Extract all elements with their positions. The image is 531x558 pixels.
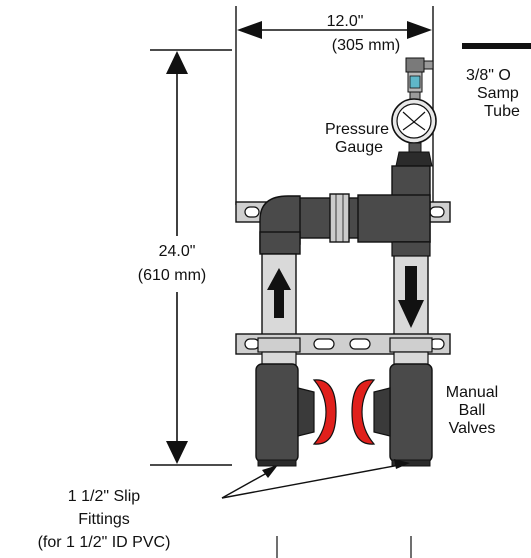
lower-bracket-slot-1 [244, 338, 260, 350]
arrow-up-icon [267, 268, 291, 318]
right-lower-collar [389, 337, 433, 353]
gauge-top-fitting [405, 57, 425, 73]
width-mm-label: (305 mm) [332, 37, 400, 54]
left-slip-fitting [257, 459, 297, 467]
top-horizontal-pipe [289, 197, 363, 239]
upper-bracket-slot-right [429, 206, 445, 218]
top-pipe-run [289, 193, 431, 243]
width-dimension: 12.0" (305 mm) [235, 6, 434, 205]
lower-bracket-slot-3 [349, 338, 371, 350]
right-ball-valve [351, 363, 433, 463]
ball-valves-label-line2: Ball [459, 402, 486, 419]
gauge-needle-lower [402, 121, 426, 131]
right-upper-socket [391, 241, 431, 257]
gauge-stem-window [409, 75, 421, 89]
right-slip-fitting [391, 459, 431, 467]
gauge-sample-port [423, 60, 434, 70]
right-tee-body [357, 194, 431, 243]
sample-tube-callout: 3/8" O Samp Tube [462, 43, 531, 120]
left-lower-collar [257, 337, 301, 353]
upper-bracket-slot-left [244, 206, 260, 218]
width-inches-label: 12.0" [327, 13, 364, 30]
left-valve-stem [297, 387, 315, 437]
sample-tube-label-line2: Samp [477, 85, 519, 102]
pressure-gauge-label-line2: Gauge [335, 139, 383, 156]
pressure-gauge: Pressure Gauge [325, 57, 437, 167]
sample-tube-leader [462, 43, 531, 49]
lower-bracket-slot-2 [313, 338, 335, 350]
slip-leader-right [221, 463, 406, 499]
left-elbow-hub [259, 231, 301, 255]
sample-tube-label-line3: Tube [484, 103, 520, 120]
height-dimension: 24.0" (610 mm) [138, 49, 232, 466]
arrow-down-icon [398, 266, 424, 328]
gauge-base-stem [408, 142, 422, 153]
slip-leader-left-head [262, 465, 278, 478]
left-ball-valve [255, 363, 337, 463]
left-valve-handle [312, 379, 337, 445]
height-arrowhead-top [166, 51, 188, 74]
ball-valves-label-line3: Valves [449, 420, 496, 437]
pressure-gauge-label-line1: Pressure [325, 121, 389, 138]
gauge-dial-inner [396, 103, 432, 139]
right-valve-body [389, 363, 433, 463]
width-arrowhead-left [237, 21, 262, 39]
slip-leader-right-head [394, 459, 410, 469]
top-union-coupling [329, 193, 350, 243]
sample-tube-label-line1: 3/8" O [466, 67, 511, 84]
slip-fittings-label-line3: (for 1 1/2" ID PVC) [38, 534, 171, 551]
right-valve-handle [351, 379, 376, 445]
slip-fitting-callout: 1 1/2" Slip Fittings (for 1 1/2" ID PVC) [38, 459, 410, 551]
slip-fittings-label-line1: 1 1/2" Slip [68, 488, 140, 505]
gauge-base-nut [395, 151, 433, 167]
left-valve-body [255, 363, 299, 463]
slip-fittings-label-line2: Fittings [78, 511, 130, 528]
height-arrowhead-bottom [166, 441, 188, 464]
height-inches-label: 24.0" [159, 243, 196, 260]
height-mm-label: (610 mm) [138, 267, 206, 284]
width-arrowhead-right [407, 21, 432, 39]
right-valve-stem [373, 387, 391, 437]
ball-valves-label-line1: Manual [446, 384, 498, 401]
